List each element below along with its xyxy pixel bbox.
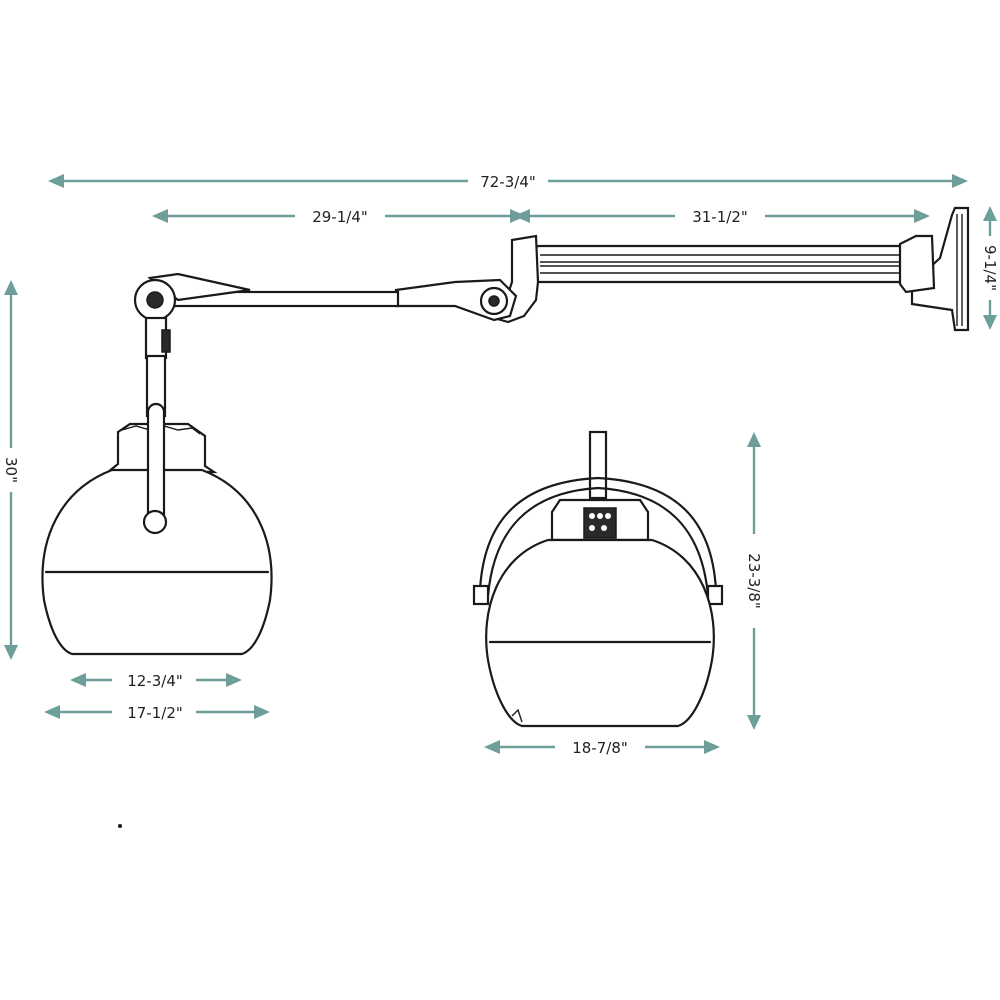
wall-mount-bracket <box>910 206 970 332</box>
front-hood <box>472 430 724 728</box>
front-hood-height-dimension: 23-3/8" <box>745 432 763 730</box>
outer-arm-label: 31-1/2" <box>692 208 748 226</box>
overall-length-label: 72-3/4" <box>480 173 536 191</box>
ink-speck <box>118 824 122 828</box>
outer-arm-dimension: 31-1/2" <box>514 208 930 226</box>
front-hood-width-dimension: 18-7/8" <box>484 739 720 757</box>
inner-arm-dimension: 29-1/4" <box>152 208 526 226</box>
pivot-joint <box>133 278 177 360</box>
inner-arm <box>147 272 400 308</box>
hood-inner-width-label: 12-3/4" <box>127 672 183 690</box>
total-height-label: 30" <box>2 457 20 483</box>
hood-outer-width-dimension: 17-1/2" <box>44 704 270 722</box>
front-hood-width-label: 18-7/8" <box>572 739 628 757</box>
elbow-joint <box>394 234 540 324</box>
side-hood <box>41 354 273 656</box>
total-height-dimension: 30" <box>2 280 20 660</box>
outer-arm <box>534 234 936 294</box>
overall-length-dimension: 72-3/4" <box>48 173 968 191</box>
mount-height-dimension: 9-1/4" <box>981 206 999 330</box>
mount-height-label: 9-1/4" <box>981 245 999 291</box>
hood-outer-width-label: 17-1/2" <box>127 704 183 722</box>
front-hood-height-label: 23-3/8" <box>745 553 763 609</box>
hood-inner-width-dimension: 12-3/4" <box>70 672 242 690</box>
inner-arm-label: 29-1/4" <box>312 208 368 226</box>
